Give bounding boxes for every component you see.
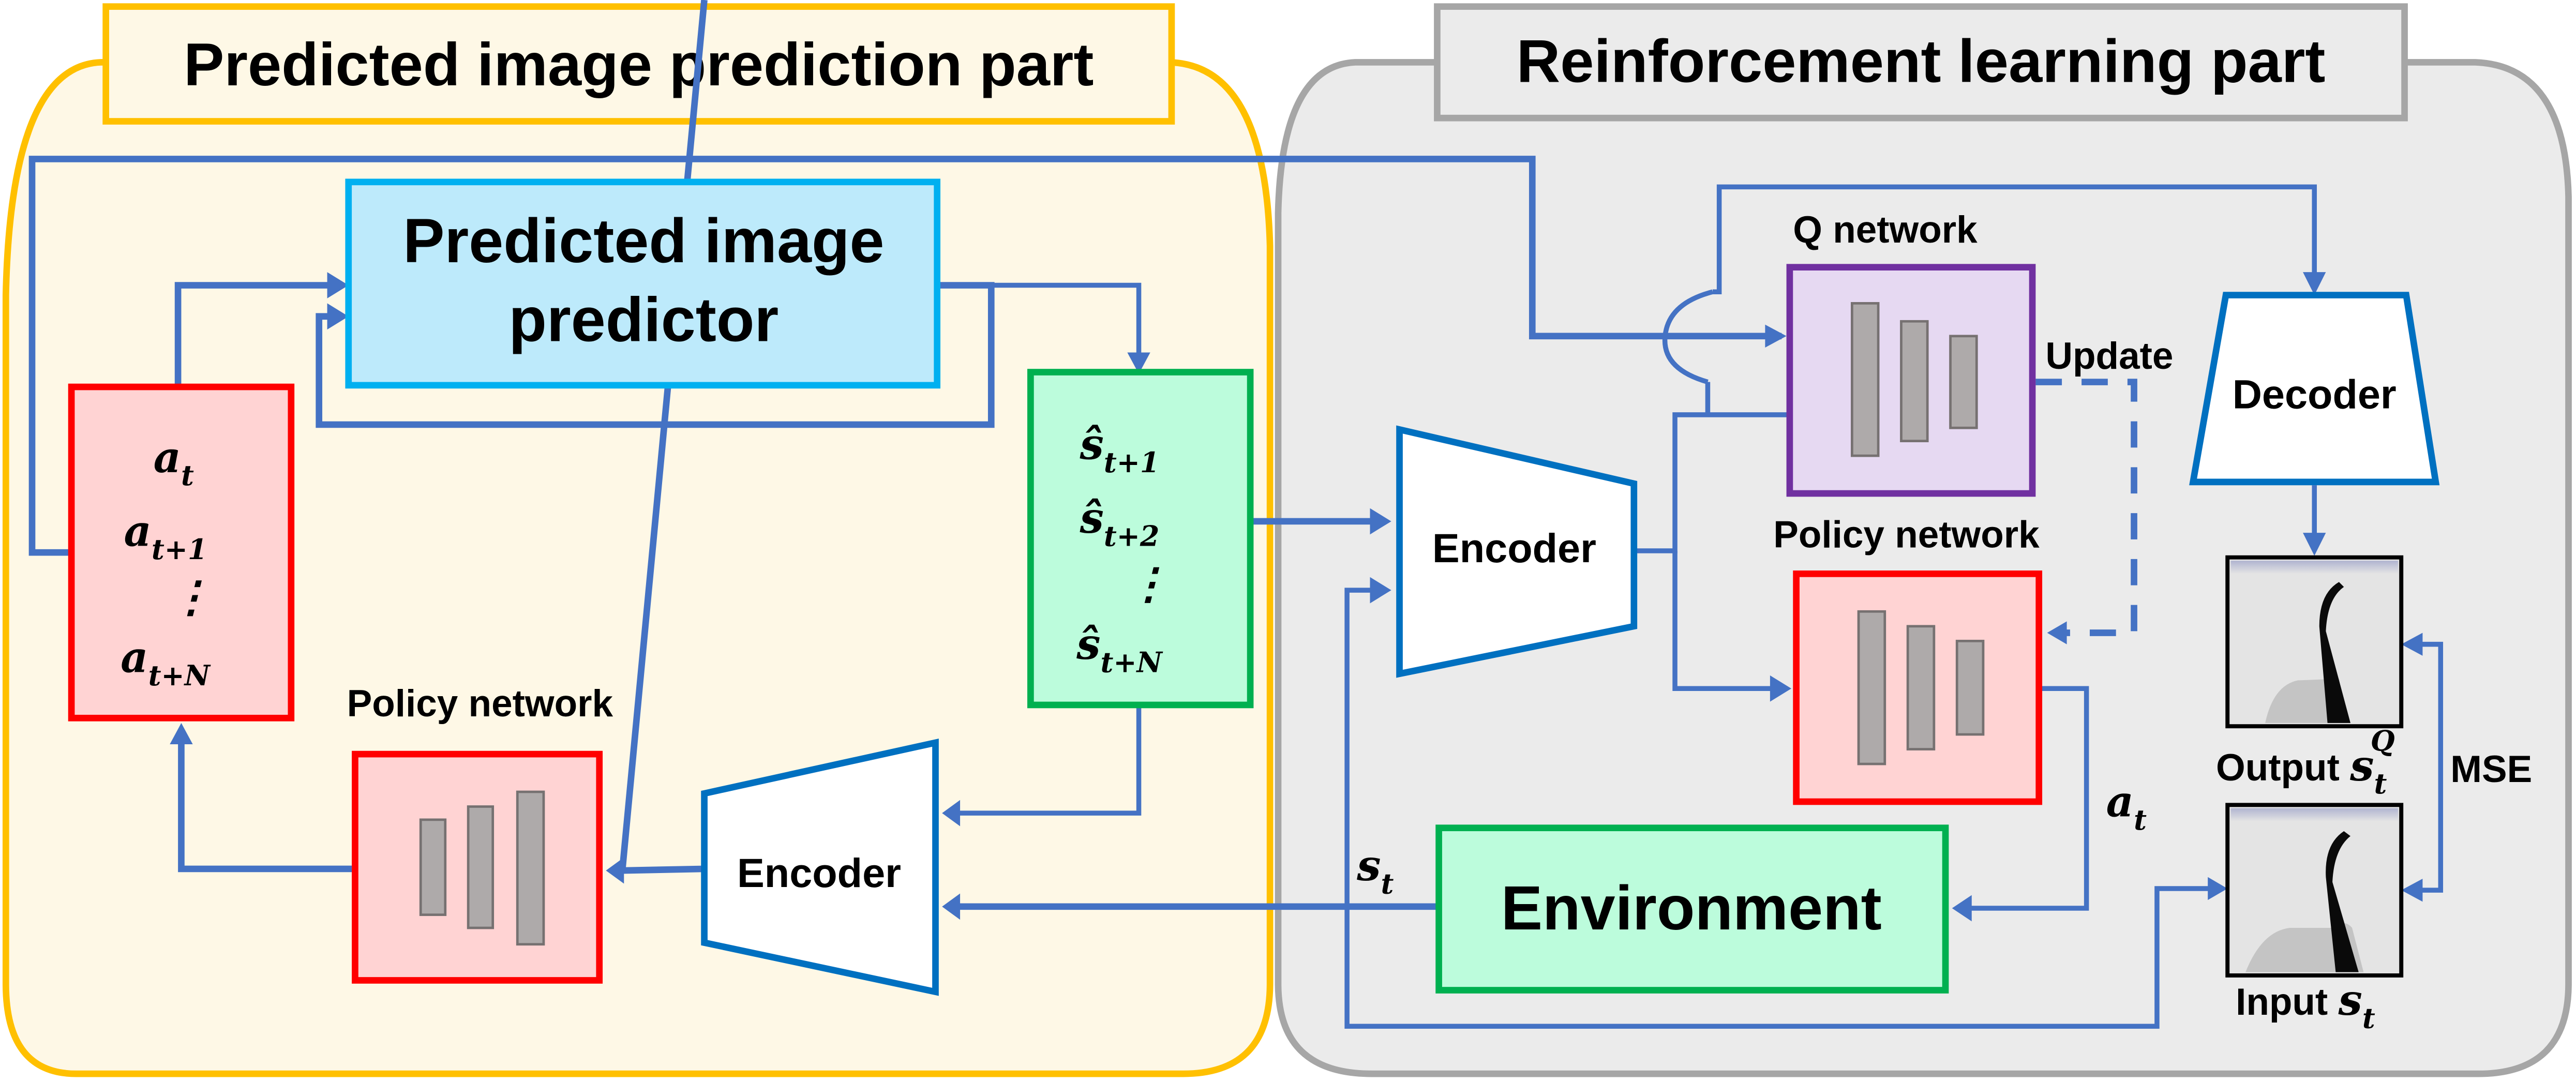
svg-text:ŝt+1: ŝt+1	[1079, 420, 1159, 479]
left-policy-network-label: Policy network	[347, 683, 613, 725]
network-layer	[1850, 302, 1880, 457]
wires-right	[1344, 184, 2444, 1029]
q-network	[1786, 264, 2036, 497]
state-label: st	[1356, 841, 1394, 900]
network-layer	[1857, 610, 1886, 765]
right-policy-network	[1793, 570, 2043, 805]
svg-text:ŝt+2: ŝt+2	[1079, 493, 1159, 552]
svg-text:Encoder: Encoder	[737, 850, 901, 896]
svg-text:Decoder: Decoder	[2233, 371, 2397, 417]
svg-text:⋮: ⋮	[170, 572, 212, 622]
svg-text:at+N: at+N	[121, 633, 211, 692]
q-network-label: Q network	[1793, 209, 1978, 251]
prediction-part-title: Predicted image prediction part	[184, 31, 1094, 98]
right-policy-network-label: Policy network	[1773, 514, 2040, 556]
network-layer	[1949, 335, 1978, 429]
wires-left	[28, 0, 1787, 920]
svg-text:at: at	[154, 433, 194, 492]
predicted-states-box: ŝt+1 ŝt+2 ⋮ ŝt+N	[1027, 369, 1254, 709]
prediction-part-title-box	[102, 3, 1175, 125]
svg-text:ŝt+N: ŝt+N	[1076, 620, 1163, 679]
network-layer	[419, 818, 447, 916]
svg-text:Environment: Environment	[1501, 873, 1882, 943]
action-label: at	[2106, 777, 2147, 836]
network-layer	[467, 805, 495, 929]
output-image-label: Output stQ	[2216, 725, 2395, 800]
input-image-label: Input st	[2236, 975, 2375, 1034]
right-encoder: Encoder	[1396, 425, 1638, 678]
mse-label: MSE	[2450, 748, 2532, 790]
network-layer	[1900, 320, 1929, 443]
network-layer	[516, 790, 545, 946]
network-layer	[1955, 639, 1985, 736]
left-policy-network	[352, 750, 603, 984]
predicted-image-predictor: Predicted image predictor	[345, 178, 941, 389]
action-sequence-box: at at+1 ⋮ at+N	[68, 383, 295, 722]
network-layer	[1906, 625, 1936, 750]
svg-text:at+1: at+1	[124, 507, 207, 566]
svg-text:Encoder: Encoder	[1432, 525, 1596, 571]
rl-part-title: Reinforcement learning part	[1517, 27, 2326, 95]
rl-part-title-box	[1434, 3, 2408, 122]
svg-text:predictor: predictor	[508, 284, 778, 354]
input-image	[2225, 803, 2404, 978]
decoder: Decoder	[2189, 292, 2440, 486]
svg-text:Predicted image: Predicted image	[403, 206, 884, 276]
environment: Environment	[1435, 824, 1949, 994]
svg-text:⋮: ⋮	[1127, 559, 1170, 609]
left-encoder: Encoder	[701, 738, 939, 996]
output-image	[2225, 555, 2404, 729]
update-label: Update	[2045, 335, 2173, 377]
